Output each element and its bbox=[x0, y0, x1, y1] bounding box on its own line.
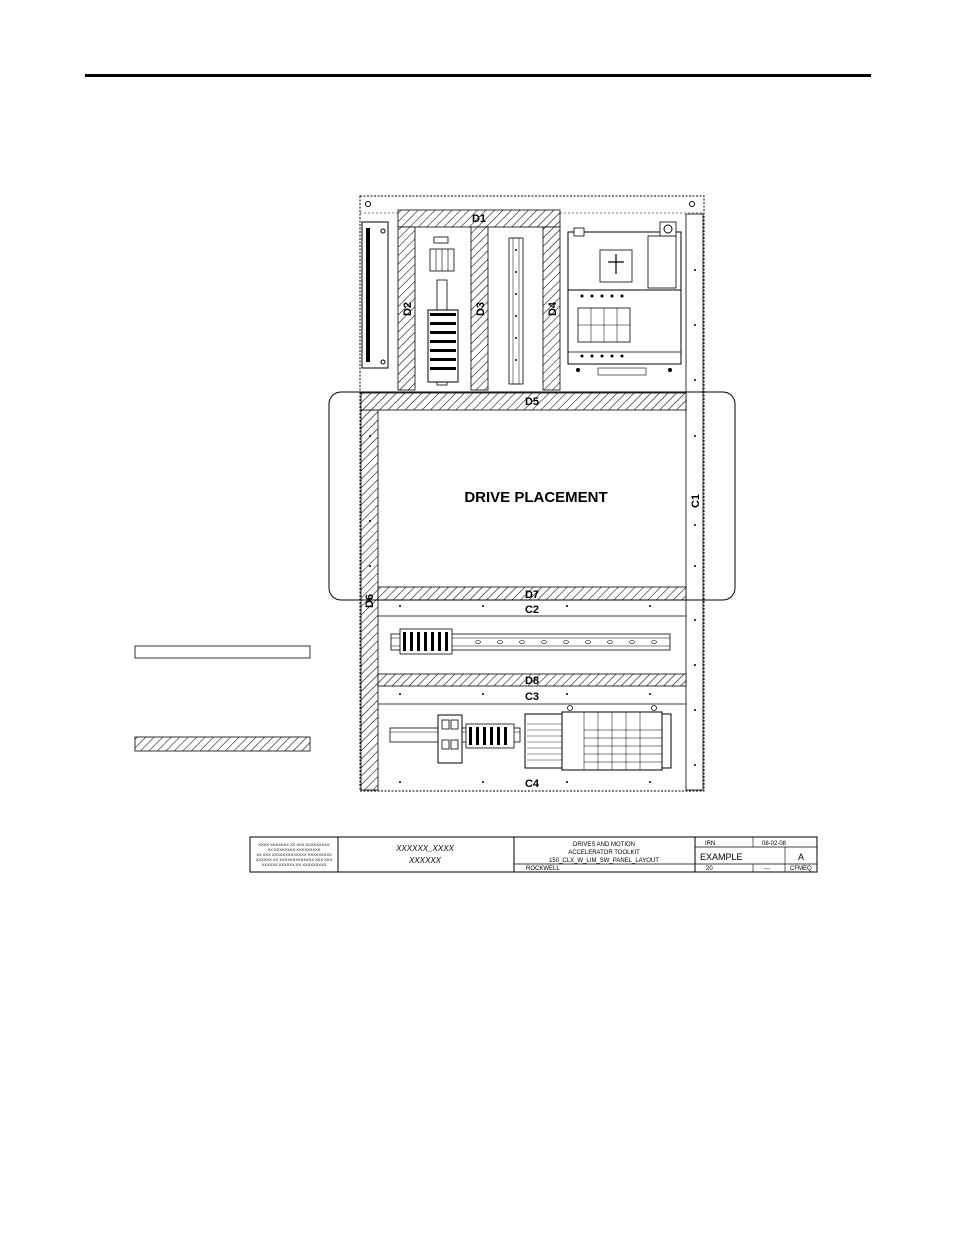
drive-placement-label: DRIVE PLACEMENT bbox=[464, 489, 607, 506]
duct-d2 bbox=[397, 226, 416, 391]
tb-left-line-1: XXXX XXXXXXX XX XXX XXXXXXXXX bbox=[258, 842, 329, 847]
din-rail-row-1 bbox=[390, 628, 671, 655]
legend-duct-sample bbox=[134, 736, 311, 752]
zone-labels: D1 D2 D3 D4 D5 D6 D7 D8 C1 C2 C3 C4 DRIV… bbox=[364, 213, 702, 790]
zone-label-d1: D1 bbox=[472, 213, 486, 225]
zone-label-d8: D8 bbox=[525, 675, 539, 687]
tb-left-line-2: XX XXXXXXXX XXXXXXXXX bbox=[268, 847, 321, 852]
zone-label-d5: D5 bbox=[525, 396, 539, 408]
tb-project-line-1: XXXXXX_XXXX bbox=[395, 844, 454, 853]
tb-project-line-2: XXXXXX bbox=[408, 856, 442, 865]
plc-chassis bbox=[524, 705, 672, 771]
tb-logo: CFMEQ bbox=[790, 866, 812, 872]
zone-label-c1: C1 bbox=[690, 494, 702, 508]
disconnect-device bbox=[567, 221, 682, 376]
duct-d4 bbox=[542, 226, 561, 391]
zone-label-d7: D7 bbox=[525, 589, 539, 601]
duct-d3 bbox=[470, 226, 489, 391]
tb-page: 20 bbox=[706, 866, 713, 872]
drive-placement-outline bbox=[328, 391, 736, 601]
tb-date: 08-02-08 bbox=[762, 841, 787, 847]
legend-rail-sample bbox=[134, 645, 311, 659]
tb-left-line-4: XXXXXX XX XXXXXXXXXXXXX XXX XXX bbox=[256, 857, 333, 862]
duct-d8 bbox=[377, 673, 687, 687]
din-rail-row-2 bbox=[389, 714, 521, 764]
title-block: XXXX XXXXXXX XX XXX XXXXXXXXX XX XXXXXXX… bbox=[249, 836, 818, 873]
side-device bbox=[361, 221, 389, 369]
tb-desc-line-3: 150_CLX_W_LIM_SW_PANEL_LAYOUT bbox=[549, 858, 659, 864]
zone-label-d2: D2 bbox=[402, 302, 414, 316]
din-rail-vertical bbox=[508, 237, 524, 385]
zone-label-c3: C3 bbox=[525, 691, 539, 703]
tb-dwg-no: EXAMPLE bbox=[700, 852, 743, 862]
tb-desc-line-2: ACCELERATOR TOOLKIT bbox=[568, 850, 640, 856]
tb-left-line-3: XX XXX XXXXXXXXXXXXX XXXXXXXXX bbox=[256, 852, 332, 857]
zone-label-d6: D6 bbox=[364, 594, 376, 608]
zone-label-c4: C4 bbox=[525, 778, 540, 790]
duct-d5 bbox=[360, 392, 687, 411]
zone-label-d4: D4 bbox=[547, 301, 559, 316]
tb-desc-line-1: DRIVES AND MOTION bbox=[573, 842, 635, 848]
zone-label-d3: D3 bbox=[475, 302, 487, 316]
terminal-block-assembly bbox=[427, 236, 459, 386]
tb-left-line-5: XXXXXX XXXXXX XX XXXXXXXXX bbox=[262, 862, 327, 867]
zone-label-c2: C2 bbox=[525, 604, 539, 616]
tb-cust: ROCKWELL bbox=[526, 866, 560, 872]
rail-c1 bbox=[685, 213, 704, 791]
tb-dwg-rev: A bbox=[798, 852, 804, 862]
header-rule bbox=[85, 74, 871, 77]
tb-of: --- bbox=[764, 866, 770, 872]
tb-drawn-by: IRN bbox=[705, 841, 715, 847]
